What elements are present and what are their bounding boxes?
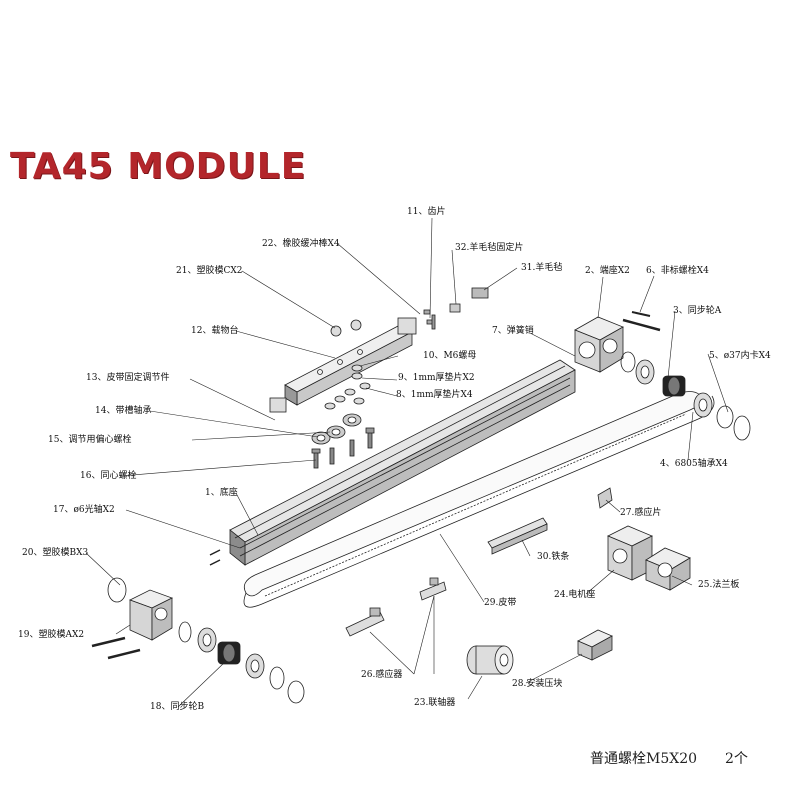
label-part-23: 23.联轴器	[414, 698, 456, 708]
coupling	[466, 645, 514, 675]
label-part-20: 20、塑胶模BX3	[22, 548, 89, 558]
footnote: 普通螺栓M5X20 2个	[590, 748, 776, 768]
pulley-a-assembly	[620, 351, 751, 441]
sensor-right	[419, 577, 447, 601]
iron-strip	[487, 517, 548, 555]
label-part-10: 10、M6螺母	[423, 351, 477, 361]
label-part-28: 28.安装压块	[512, 679, 563, 689]
label-part-17: 17、ø6光轴X2	[53, 505, 115, 515]
label-part-24: 24.电机座	[554, 590, 596, 600]
pulley-b-assembly	[178, 621, 305, 704]
label-part-15: 15、调节用偏心螺栓	[48, 435, 132, 445]
label-part-25: 25.法兰板	[698, 580, 740, 590]
flange-plate	[645, 547, 691, 591]
leader-lines	[85, 217, 729, 708]
label-part-14: 14、带槽轴承	[95, 406, 152, 416]
rail-base	[229, 359, 576, 566]
motor-seat	[607, 525, 653, 581]
label-part-5: 5、ø37内卡X4	[709, 351, 771, 361]
label-part-6: 6、非标螺栓X4	[646, 266, 709, 276]
label-part-31: 31.羊毛毡	[521, 263, 563, 273]
label-part-22: 22、橡胶缓冲棒X4	[262, 239, 340, 249]
label-part-21: 21、塑胶模CX2	[176, 266, 243, 276]
label-part-13: 13、皮带固定调节件	[86, 373, 170, 383]
label-part-11: 11、齿片	[407, 207, 446, 217]
label-part-18: 18、同步轮B	[150, 702, 205, 712]
grooved-bearings	[311, 413, 362, 445]
label-part-30: 30.铁条	[537, 552, 570, 562]
label-part-29: 29.皮带	[484, 598, 517, 608]
label-part-26: 26.感应器	[361, 670, 403, 680]
label-part-8: 8、1mm厚垫片X4	[396, 390, 473, 400]
sensor-plate	[597, 487, 613, 509]
end-block-left	[91, 549, 221, 660]
label-part-4: 4、6805轴承X4	[660, 459, 728, 469]
label-part-16: 16、同心螺栓	[80, 471, 137, 481]
sensor-left	[345, 607, 385, 637]
mounting-block	[577, 629, 613, 661]
footnote-quantity: 2个	[725, 751, 748, 767]
diagram-title: TA45 MODULE	[10, 146, 307, 187]
label-part-32: 32.羊毛毡固定片	[455, 243, 524, 253]
label-part-12: 12、载物台	[191, 326, 239, 336]
carriage-hardware	[330, 287, 489, 337]
label-part-19: 19、塑胶模AX2	[18, 630, 85, 640]
washers-and-nuts	[324, 364, 371, 410]
footnote-bolt-spec: 普通螺栓M5X20	[590, 751, 698, 767]
label-part-2: 2、端座X2	[585, 266, 630, 276]
label-part-3: 3、同步轮A	[673, 306, 722, 316]
label-part-7: 7、弹簧销	[492, 326, 534, 336]
end-block-right	[574, 311, 661, 373]
label-part-27: 27.感应片	[620, 508, 662, 518]
label-part-9: 9、1mm厚垫片X2	[398, 373, 475, 383]
label-part-1: 1、底座	[205, 488, 238, 498]
